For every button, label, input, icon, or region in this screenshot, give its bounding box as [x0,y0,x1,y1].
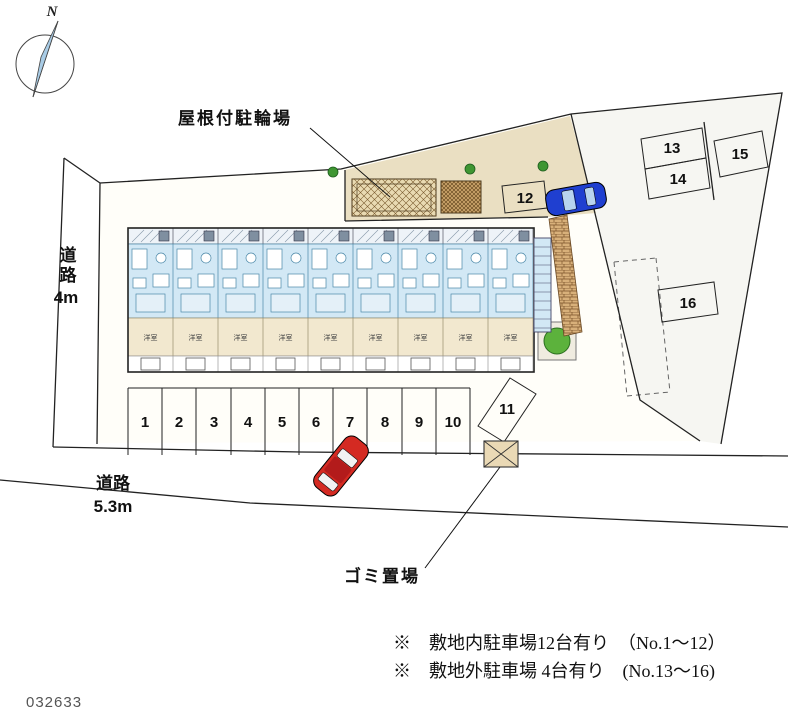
stall-number: 15 [732,146,749,163]
garbage-box-cross [483,440,519,468]
plan-number: 032633 [26,694,83,711]
parking-stall-14 [644,157,711,200]
garbage-label: ゴミ置場 [344,567,420,586]
retaining-wall [548,214,583,337]
stall-number: 6 [312,414,320,431]
car-blue [545,181,607,217]
stall-number: 11 [499,401,515,418]
parking-stall-16 [657,281,719,323]
bike-shed-inner [356,183,432,212]
bike-shed [351,178,482,217]
notes-block: ※ 敷地内駐車場12台有り （No.1〜12） ※ 敷地外駐車場 4台有り (N… [393,629,726,685]
building-unit [218,228,263,372]
compass-rose: N [15,4,75,98]
stall-number: 5 [278,414,286,431]
stall-number: 4 [244,414,253,431]
stairs [533,237,552,333]
car-roof-line [572,189,578,210]
road-left-width: 4m [53,288,79,307]
tree-icon [537,160,549,172]
stall-number: 7 [346,414,354,431]
offsite-parcel [571,93,782,444]
bike-parking-label: 屋根付駐輪場 [178,109,292,128]
stall-number: 2 [175,414,183,431]
garbage-label-leader-line [424,466,501,569]
bottom-road-lower-edge [0,479,789,528]
building-unit [398,228,443,372]
stair-treads [534,246,551,329]
parking-stall-15 [713,130,769,178]
boundary-lines [0,92,789,528]
parking-stalls-1-10: 1 2 3 4 5 6 7 8 9 10 [127,387,471,455]
road-left-name: 道路 [56,246,76,286]
tree-icon [464,163,476,175]
car-red [313,435,369,497]
storage-shed-hatch [441,181,481,213]
apartment-building [127,227,552,373]
building-unit [263,228,308,372]
stall-number: 8 [381,414,389,431]
car-rear-window [318,472,339,492]
stall-number: 13 [664,140,681,157]
bike-shed-hatch [352,179,436,216]
left-road-edges [52,157,101,448]
dashed-easement-lines [613,257,671,397]
stall-number: 12 [517,190,534,207]
note-onsite-parking: ※ 敷地内駐車場12台有り （No.1〜12） [393,633,726,653]
building-unit [443,228,488,372]
stall-number: 14 [670,171,687,188]
stall-dividers [127,388,471,455]
stall-number: 9 [415,414,423,431]
car-roof [324,456,352,483]
car-windshield [336,448,358,468]
note-offsite-parking: ※ 敷地外駐車場 4台有り (No.13〜16) [393,661,715,681]
compass-north-label: N [46,4,59,20]
stall-number: 16 [680,295,697,312]
garbage-box [483,440,519,468]
stall-15-divider [703,121,715,201]
building-unit [173,228,218,372]
building-unit [128,228,173,372]
building-unit [353,228,398,372]
car-rear-window [584,186,597,207]
tree-icon [327,166,339,178]
bottom-road-top-edge [52,446,789,457]
stall-number: 10 [445,414,462,431]
stall-number: 1 [141,414,149,431]
bike-label-leader-line [309,127,391,198]
building-unit [488,228,533,372]
yard-edge-lines [344,170,549,222]
building-unit [308,228,353,372]
parking-stall-11 [477,377,537,443]
road-bottom-width: 5.3m [93,497,133,516]
parking-stalls-11-16 [477,127,769,443]
road-bottom-label: 道路 5.3m [78,472,148,518]
compass-needle-icon [32,20,59,98]
road-bottom-name: 道路 [96,474,130,493]
compass-circle [15,34,75,94]
stall-number: 3 [210,414,218,431]
road-left-label: 道路 4m [44,246,88,308]
